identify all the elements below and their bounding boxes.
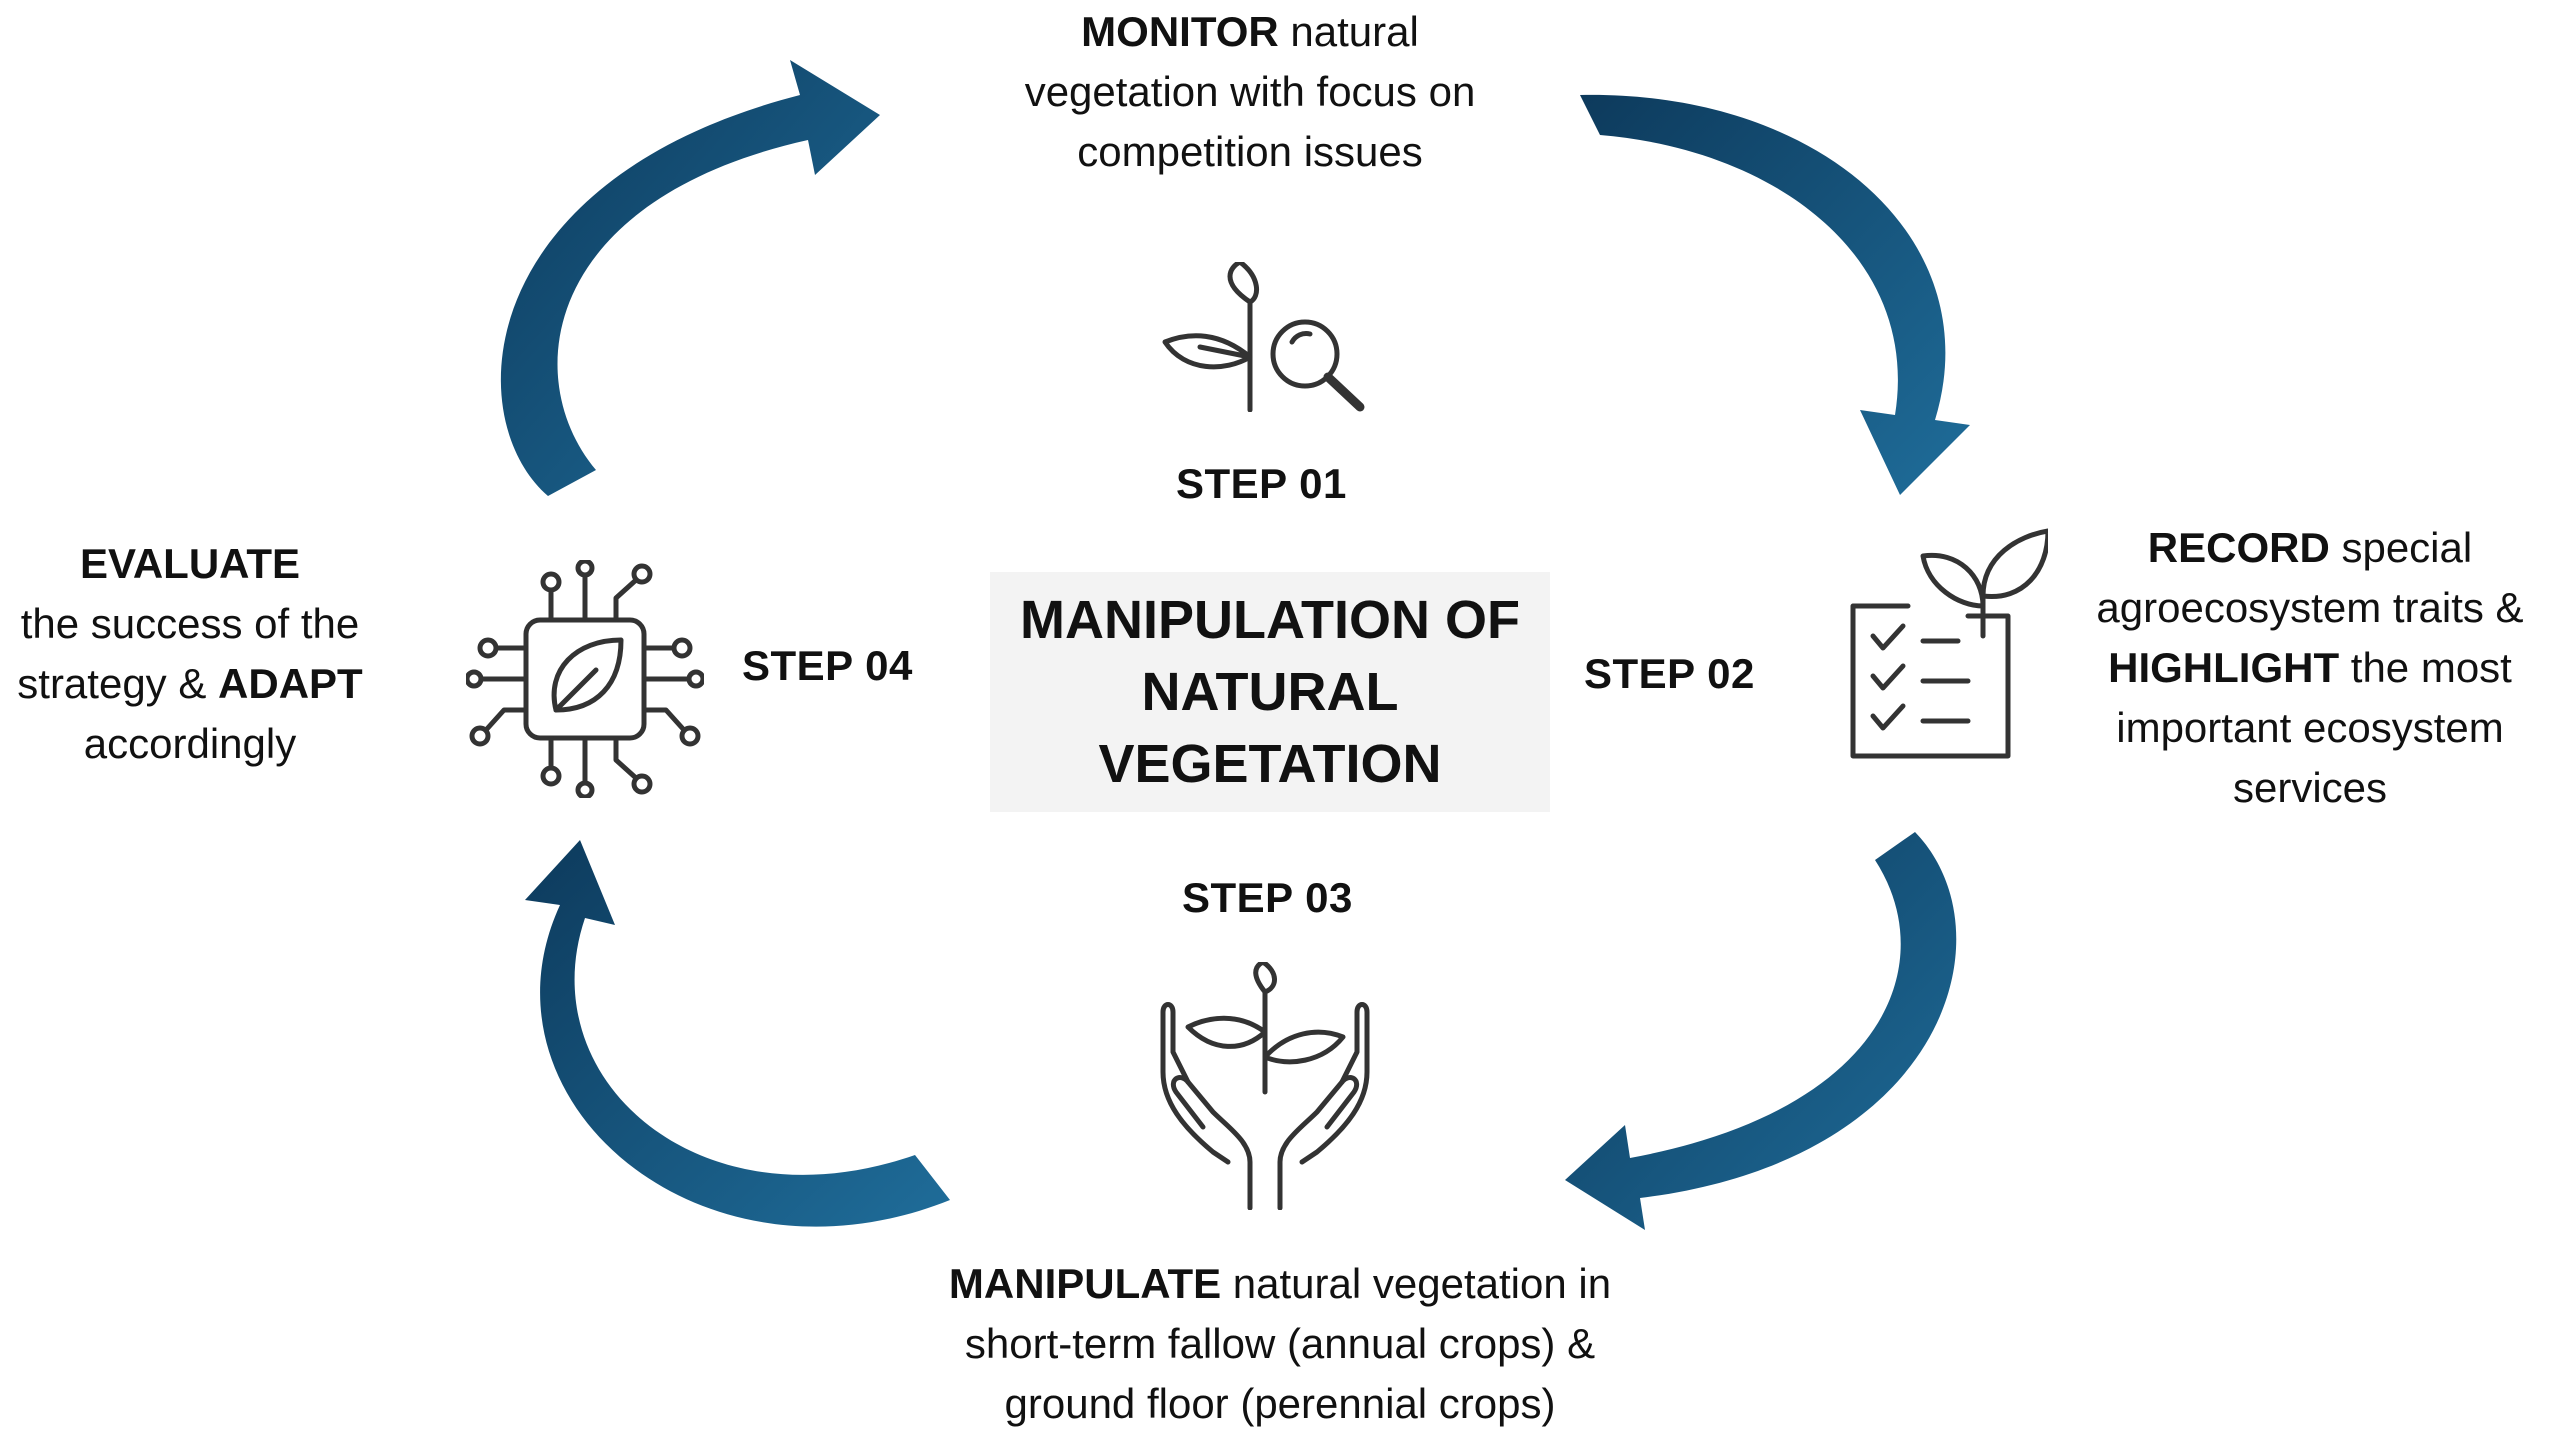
step1-description: MONITOR natural vegetation with focus on…: [1024, 8, 1476, 175]
arrow-step1-to-step2: [1580, 94, 1970, 495]
arrow-step4-to-step1: [500, 60, 880, 496]
step2-action-highlight: HIGHLIGHT: [2108, 644, 2340, 691]
step4-action-evaluate: EVALUATE: [79, 540, 301, 587]
center-title-box: MANIPULATION OF NATURAL VEGETATION: [990, 572, 1550, 812]
step4-label: STEP 04: [742, 642, 913, 689]
center-title: MANIPULATION OF NATURAL VEGETATION: [1020, 590, 1520, 794]
circuit-leaf-icon: [466, 560, 704, 798]
hands-plant-icon: [1160, 962, 1370, 1210]
step3-label: STEP 03: [1182, 874, 1353, 921]
step4-description: EVALUATE the success of the strategy & A…: [17, 540, 363, 767]
step2-description: RECORD special agroecosystem traits & HI…: [2096, 524, 2524, 811]
step4-action-adapt: ADAPT: [218, 660, 363, 707]
step3-action: MANIPULATE: [948, 1260, 1222, 1307]
step3-description: MANIPULATE natural vegetation in short-t…: [948, 1260, 1612, 1427]
plant-magnifier-icon: [1162, 262, 1365, 412]
step2-label: STEP 02: [1584, 650, 1755, 697]
checklist-plant-icon: [1850, 528, 2048, 759]
step1-label: STEP 01: [1176, 460, 1347, 507]
step1-action: MONITOR: [1081, 8, 1279, 55]
arrow-step3-to-step4: [525, 840, 950, 1227]
step2-action-record: RECORD: [2147, 524, 2330, 571]
arrow-step2-to-step3: [1565, 832, 1957, 1230]
